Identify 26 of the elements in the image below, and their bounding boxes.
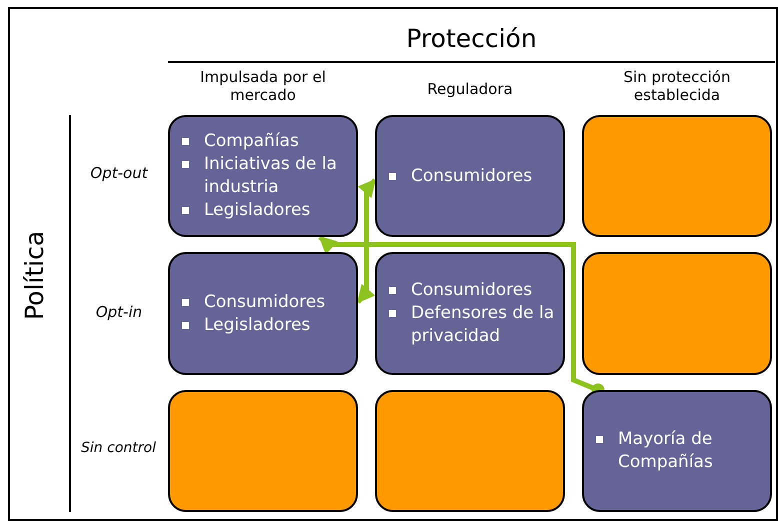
row-header: Sin control xyxy=(80,440,157,457)
list-item: Consumidores xyxy=(385,164,555,188)
column-header: Impulsada por el mercado xyxy=(199,68,327,104)
column-header: Sin protección establecida xyxy=(622,68,732,104)
row-header: Opt-in xyxy=(94,303,144,321)
matrix-cell xyxy=(375,252,565,375)
matrix-cell xyxy=(168,115,358,237)
matrix-cell xyxy=(168,252,358,375)
list-item: Compañías xyxy=(178,130,348,153)
matrix-cell xyxy=(375,390,565,512)
list-item: Consumidores xyxy=(178,290,348,314)
row-header: Opt-out xyxy=(89,164,149,182)
matrix-cell xyxy=(582,115,772,237)
matrix-cell xyxy=(168,390,358,512)
matrix-cell xyxy=(375,115,565,237)
matrix-cell xyxy=(582,390,772,512)
list-item: Defensores de la privacidad xyxy=(385,302,555,348)
list-item: Legisladores xyxy=(178,314,348,336)
axis-title: Protección xyxy=(405,24,538,54)
axis-title: Política xyxy=(20,230,50,320)
list-item: Legisladores xyxy=(178,199,348,222)
list-item: Iniciativas de la industria xyxy=(178,153,348,199)
matrix-cell xyxy=(582,252,772,375)
list-item: Consumidores xyxy=(385,279,555,302)
list-item: Mayoría de Compañías xyxy=(592,428,762,474)
column-header: Reguladora xyxy=(426,80,514,98)
